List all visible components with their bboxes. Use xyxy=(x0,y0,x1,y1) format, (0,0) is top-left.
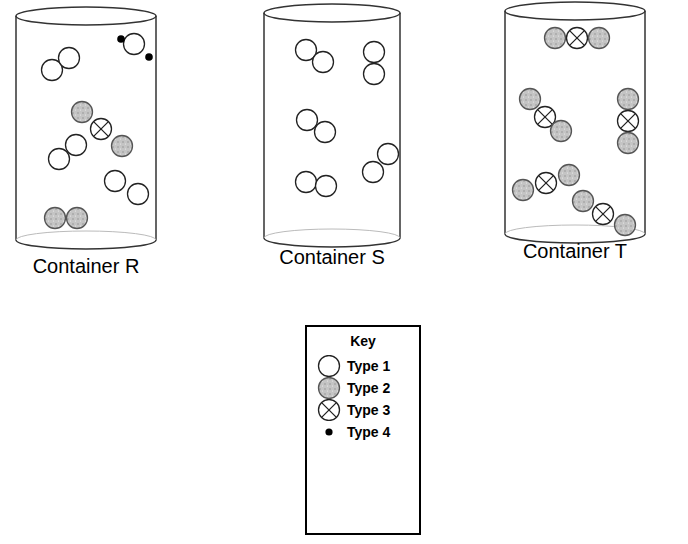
legend-symbol xyxy=(317,399,341,421)
legend-row: Type 4 xyxy=(317,421,419,443)
container-cylinder: Container R xyxy=(6,0,166,282)
legend-row: Type 2 xyxy=(317,377,419,399)
legend-row: Type 1 xyxy=(317,355,419,377)
legend-label: Type 4 xyxy=(347,424,390,440)
legend-row: Type 3 xyxy=(317,399,419,421)
legend-symbol xyxy=(317,377,341,399)
container-label: Container T xyxy=(495,240,655,263)
legend-symbol xyxy=(317,421,341,443)
container-cylinder: Container T xyxy=(495,0,655,266)
container-cylinder: Container S xyxy=(252,0,412,272)
legend-label: Type 3 xyxy=(347,402,390,418)
container-label: Container S xyxy=(252,246,412,269)
legend-symbol xyxy=(317,355,341,377)
legend-label: Type 2 xyxy=(347,380,390,396)
key-title: Key xyxy=(307,333,419,349)
legend-label: Type 1 xyxy=(347,358,390,374)
container-label: Container R xyxy=(6,255,166,278)
key-box: KeyType 1 Type 2 Type 3 Type 4 xyxy=(305,325,421,535)
